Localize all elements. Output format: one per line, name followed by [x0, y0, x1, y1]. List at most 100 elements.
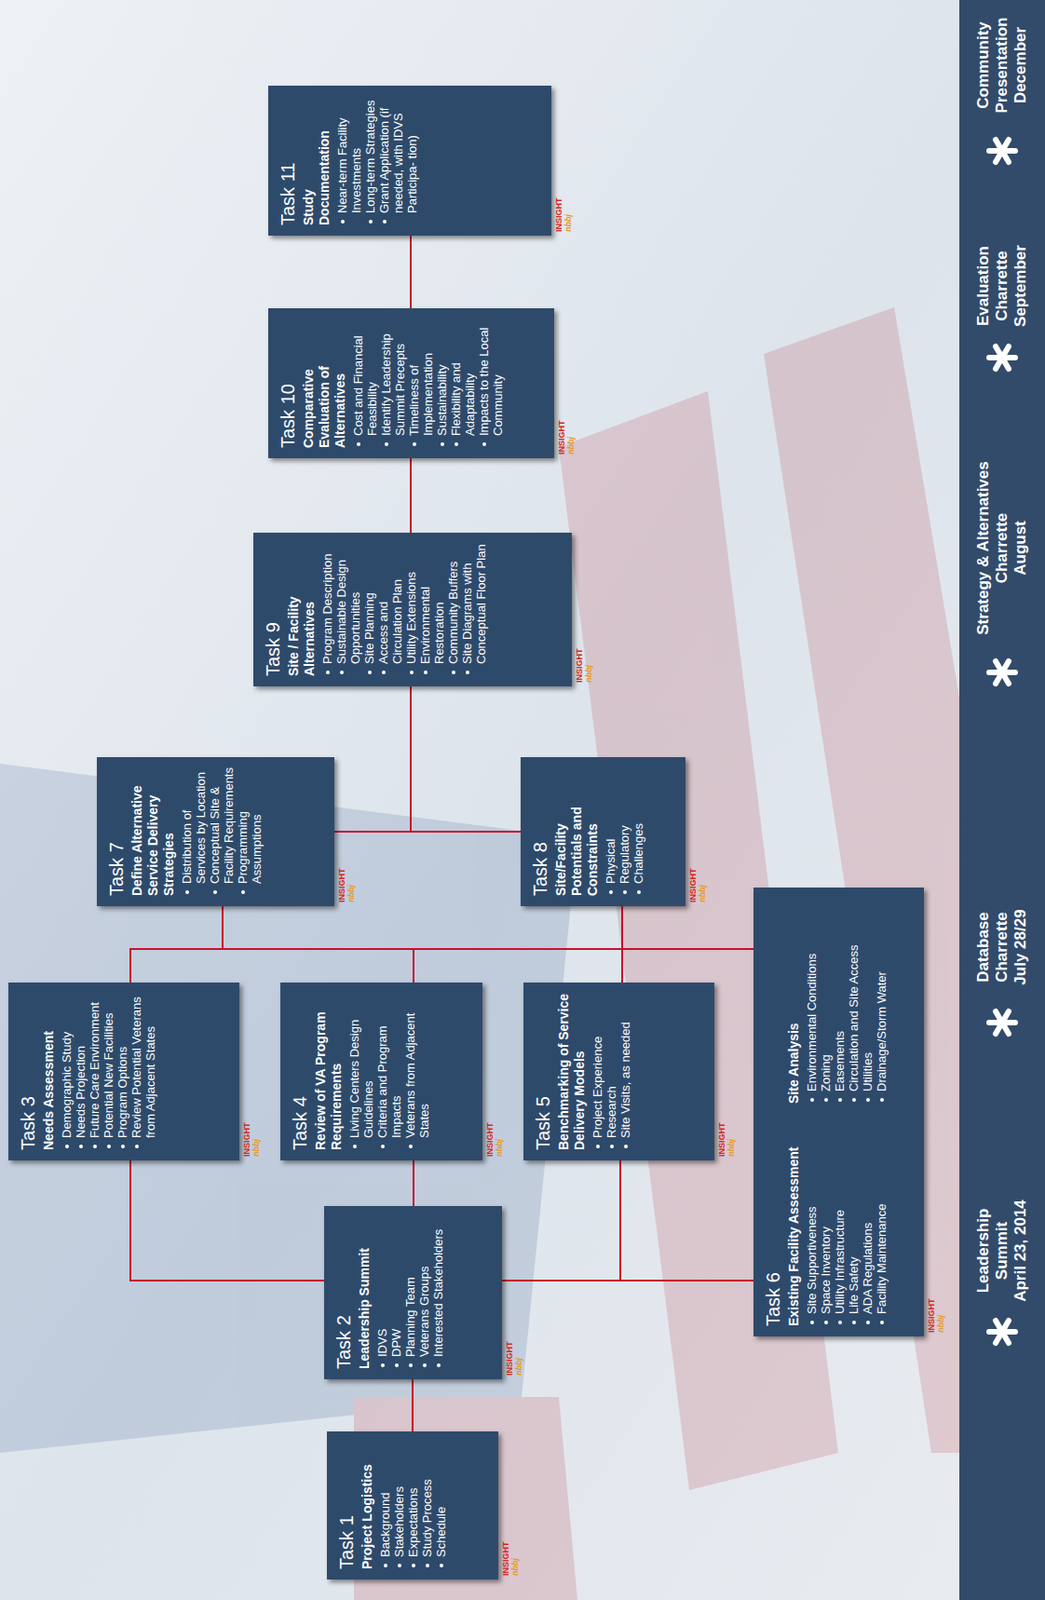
- bullet-item: Site Supportiveness: [804, 1120, 819, 1327]
- bullet-item: Programming Assumptions: [235, 767, 264, 896]
- task-box: Task 10Comparative Evaluation of Alterna…: [268, 308, 555, 459]
- bullet-dot: [368, 219, 373, 224]
- bullet-text: Physical: [603, 767, 618, 884]
- logo-text: nbbj: [514, 1357, 524, 1376]
- bullet-dot: [367, 670, 372, 675]
- bullet-item: Impacts to the Local Community: [476, 318, 505, 448]
- connector-line: [130, 906, 223, 983]
- bullet-item: Zoning: [818, 897, 833, 1104]
- bullet-dot: [213, 890, 218, 895]
- task-heading: Project Logistics: [359, 1441, 376, 1570]
- milestone-date: July 28/29: [1011, 895, 1031, 999]
- task-box: Task 4Review of VA Program RequirementsL…: [280, 982, 483, 1161]
- bullet-text: Easements: [832, 897, 847, 1092]
- bullet-item: Near-term Facility Investments: [335, 95, 364, 226]
- bullet-item: Site Planning: [362, 542, 377, 677]
- bullet-item: Program Description: [320, 542, 335, 677]
- bullet-item: Research: [604, 992, 619, 1151]
- bullet-item: Life Safety: [846, 1120, 861, 1327]
- bullet-item: Easements: [832, 897, 847, 1104]
- bullet-dot: [852, 1320, 856, 1325]
- bullet-text: Background: [378, 1441, 393, 1558]
- bullet-text: Review Potential Veterans from Adjacent …: [129, 992, 158, 1139]
- task-box: Task 3Needs AssessmentDemographic StudyN…: [8, 982, 240, 1161]
- logo-text: nbbj: [251, 1139, 261, 1157]
- bullet-item: Potential New Facilities: [101, 992, 116, 1151]
- connector-line: [130, 1160, 325, 1281]
- logo-text: nbbj: [494, 1139, 504, 1157]
- task-number: Task 11: [276, 95, 299, 226]
- bullet-dot: [465, 670, 470, 675]
- bullet-text: Facility Maintenance: [874, 1120, 889, 1315]
- column: Site AnalysisEnvironmental ConditionsZon…: [786, 897, 889, 1104]
- bullet-dot: [880, 1320, 884, 1325]
- logo-text: nbbj: [563, 214, 573, 232]
- bullet-item: Veterans from Adjacent States: [403, 992, 432, 1151]
- bullet-dot: [423, 670, 428, 675]
- bullet-item: Review Potential Veterans from Adjacent …: [129, 992, 158, 1151]
- bullet-dot: [325, 670, 330, 675]
- milestone: Community PresentationDecember: [974, 9, 1031, 122]
- bullet-item: Project Experience: [590, 992, 605, 1151]
- logo-text: nbbj: [346, 884, 356, 903]
- bullet-item: Grant Application (if needed, with IDVS …: [377, 95, 420, 226]
- bullet-text: Sustainable Design Opportunities: [334, 542, 363, 665]
- bullet-dot: [241, 890, 245, 895]
- bullet-text: Regulatory: [617, 767, 632, 884]
- bullet-text: Identify Leadership Summit Precepts: [379, 318, 408, 436]
- milestone-date: April 23, 2014: [1011, 1190, 1031, 1312]
- bullet-text: Site Planning: [362, 542, 377, 665]
- bullet-item: Physical: [603, 767, 618, 896]
- bullet-item: Study Process: [420, 1441, 435, 1570]
- task-heading: Site Analysis: [786, 897, 802, 1104]
- logo-text: nbbj: [566, 436, 576, 455]
- bullet-text: Environmental Conditions: [804, 897, 819, 1092]
- milestone: Strategy & Alternatives CharretteAugust: [974, 447, 1031, 649]
- bullet-dot: [425, 1563, 430, 1568]
- bullet-text: Planning Team: [403, 1216, 418, 1358]
- task-number: Task 3: [16, 992, 40, 1151]
- bullet-text: Living Centers Design Guidelines: [347, 992, 376, 1139]
- milestone-name: Evaluation Charrette: [974, 234, 1012, 338]
- column-row: Existing Facility AssessmentSite Support…: [786, 897, 889, 1327]
- task-box: Task 2Leadership SummitIDVSDPWPlanning T…: [324, 1206, 503, 1380]
- logo-text: nbbj: [697, 884, 707, 903]
- bullet-item: Planning Team: [403, 1216, 418, 1370]
- bullet-dot: [339, 670, 344, 675]
- bullet-dot: [135, 1144, 139, 1149]
- task-number: Task 7: [105, 767, 128, 896]
- task-box: Task 1Project LogisticsBackgroundStakeho…: [326, 1431, 499, 1580]
- bullet-text: Veterans Groups: [417, 1216, 432, 1358]
- milestone-name: Leadership Summit: [974, 1190, 1012, 1312]
- bullet-text: IDVS: [375, 1216, 390, 1358]
- logo-text: nbbj: [583, 665, 594, 683]
- connector-line: [411, 1379, 414, 1432]
- bullet-item: Criteria and Program Impacts: [375, 992, 404, 1151]
- bullet-text: Utility Infrastructure: [832, 1120, 847, 1315]
- bullet-dot: [408, 1363, 413, 1368]
- task-number: Task 10: [276, 318, 299, 448]
- logo-text: INSIGHT: [242, 1122, 252, 1157]
- milestone-date: August: [1011, 447, 1031, 649]
- task-heading: Review of VA Program Requirements: [312, 992, 345, 1151]
- task-number: Task 6: [761, 897, 785, 1327]
- bullet-text: Flexibility and Adaptability: [448, 318, 477, 436]
- bullet-dot: [397, 1563, 402, 1568]
- task-number: Task 8: [529, 767, 552, 896]
- bullet-text: Drainage/Storm Water: [874, 897, 889, 1092]
- task-box: Task 5Benchmarking of Service Delivery M…: [523, 982, 715, 1161]
- bullet-text: Community Buffers: [446, 542, 461, 665]
- bullet-dot: [610, 1144, 614, 1149]
- connector-line: [412, 1160, 415, 1207]
- connector-line: [502, 1279, 754, 1282]
- bullet-dot: [810, 1098, 815, 1102]
- bullet-item: Facility Maintenance: [874, 1120, 889, 1327]
- bullet-dot: [381, 670, 386, 675]
- connector-line: [222, 906, 754, 950]
- bullet-text: Life Safety: [846, 1120, 861, 1315]
- logo-text: INSIGHT: [485, 1122, 495, 1157]
- bullet-item: Sustainability: [434, 318, 449, 448]
- bullet-text: Utilities: [860, 897, 875, 1092]
- bullet-text: Impacts to the Local Community: [476, 318, 505, 436]
- connector-line: [130, 906, 623, 983]
